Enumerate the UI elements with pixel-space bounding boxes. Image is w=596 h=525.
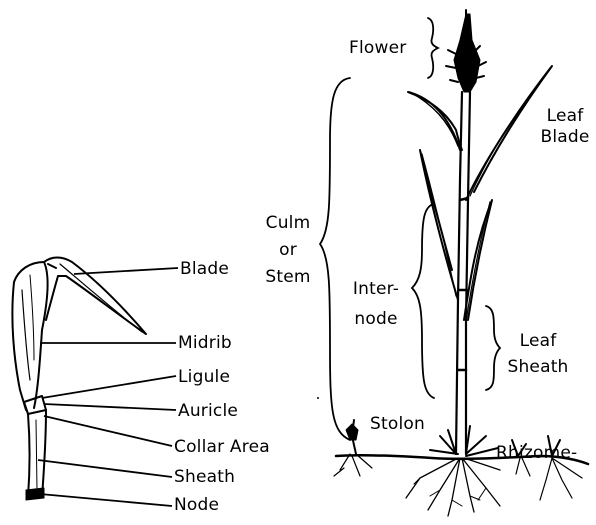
label-flower: Flower bbox=[349, 38, 406, 59]
grass-plant-illustration bbox=[334, 10, 588, 516]
label-internode-line-2: node bbox=[344, 304, 408, 334]
label-leaf-blade: Leaf Blade bbox=[540, 106, 590, 148]
left-leader-lines bbox=[38, 268, 178, 506]
label-leaf-sheath-line-1: Leaf bbox=[502, 328, 574, 354]
label-rhizome: Rhizome- bbox=[496, 443, 577, 464]
label-leaf-sheath: Leaf Sheath bbox=[502, 328, 574, 380]
label-blade: Blade bbox=[180, 259, 229, 280]
label-leaf-blade-line-1: Leaf bbox=[540, 106, 590, 127]
label-midrib: Midrib bbox=[178, 333, 232, 354]
label-leaf-blade-line-2: Blade bbox=[540, 127, 590, 148]
label-internode: Inter- node bbox=[344, 274, 408, 334]
label-culm-or-stem: Culm or Stem bbox=[258, 210, 318, 291]
label-culm-line-1: Culm bbox=[258, 210, 318, 237]
label-leaf-sheath-line-2: Sheath bbox=[502, 354, 574, 380]
label-culm-line-2: or bbox=[258, 237, 318, 264]
label-node: Node bbox=[174, 495, 219, 516]
label-culm-line-3: Stem bbox=[258, 264, 318, 291]
label-auricle: Auricle bbox=[178, 401, 238, 422]
label-collar-area: Collar Area bbox=[174, 437, 270, 458]
label-sheath: Sheath bbox=[174, 467, 235, 488]
label-stolon: Stolon bbox=[370, 414, 425, 435]
leaf-collar-illustration bbox=[12, 258, 146, 501]
label-ligule: Ligule bbox=[178, 367, 230, 388]
label-internode-line-1: Inter- bbox=[344, 274, 408, 304]
